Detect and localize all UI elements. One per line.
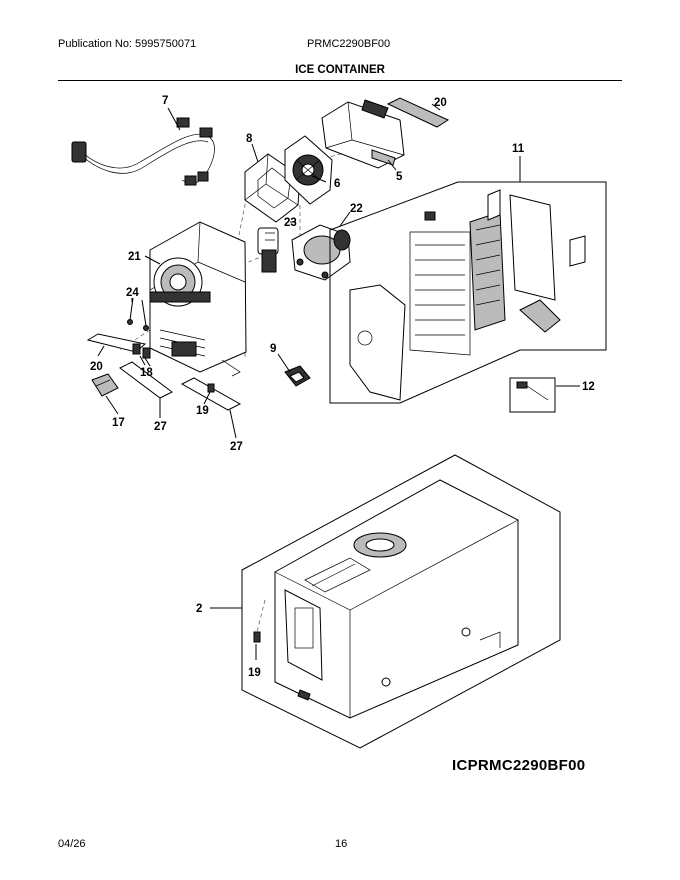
callout-19-lower: 19 <box>248 667 261 679</box>
part-23-motor <box>257 227 279 273</box>
callout-27-right: 27 <box>230 441 243 453</box>
part-27-seal-left <box>119 361 173 399</box>
part-5-duct-housing <box>321 99 405 169</box>
callout-6: 6 <box>334 178 340 190</box>
page-number: 16 <box>335 838 348 850</box>
callout-12: 12 <box>582 381 595 393</box>
part-19-screw-upper <box>207 383 215 393</box>
part-20-lower-strip <box>86 333 147 353</box>
callout-17: 17 <box>112 417 125 429</box>
callout-11: 11 <box>512 143 525 155</box>
callout-5: 5 <box>396 171 403 183</box>
callout-20-lower: 20 <box>90 361 103 373</box>
callout-7: 7 <box>162 95 168 107</box>
part-20-upper-strip <box>386 97 450 128</box>
callout-18: 18 <box>140 367 153 379</box>
callout-24: 24 <box>126 287 139 299</box>
callout-9: 9 <box>270 343 276 355</box>
part-11-evaporator-assembly <box>329 181 607 404</box>
callout-19-upper: 19 <box>196 405 209 417</box>
part-19-screw-lower <box>253 631 261 643</box>
part-18-clips <box>132 343 151 366</box>
model-number: PRMC2290BF00 <box>307 38 391 50</box>
callout-27-left: 27 <box>154 421 167 433</box>
footer-date: 04/26 <box>58 838 86 850</box>
header-rule <box>58 80 622 81</box>
part-27-seal-right <box>180 377 242 411</box>
callout-8: 8 <box>246 133 253 145</box>
callout-labels: 7 20 8 6 5 11 23 22 21 24 20 18 9 12 17 … <box>90 95 595 679</box>
callout-21: 21 <box>128 251 141 263</box>
section-title: ICE CONTAINER <box>295 64 385 76</box>
part-22-auger-motor <box>291 224 351 281</box>
callout-2: 2 <box>196 603 202 615</box>
publication-number: Publication No: 5995750071 <box>58 38 197 50</box>
drawing-code: ICPRMC2290BF00 <box>452 757 586 774</box>
part-9-switch <box>284 365 311 387</box>
part-17-bracket <box>91 373 119 397</box>
part-21-dispenser-housing <box>149 221 247 377</box>
callout-23: 23 <box>284 217 297 229</box>
leader-lines <box>97 103 580 660</box>
part-12-sensor <box>509 377 556 413</box>
callout-22: 22 <box>350 203 363 215</box>
callout-20-upper: 20 <box>434 97 447 109</box>
part-24-screws <box>127 297 149 331</box>
part-7-wire-harness <box>71 117 215 186</box>
part-2-ice-container <box>241 454 561 749</box>
